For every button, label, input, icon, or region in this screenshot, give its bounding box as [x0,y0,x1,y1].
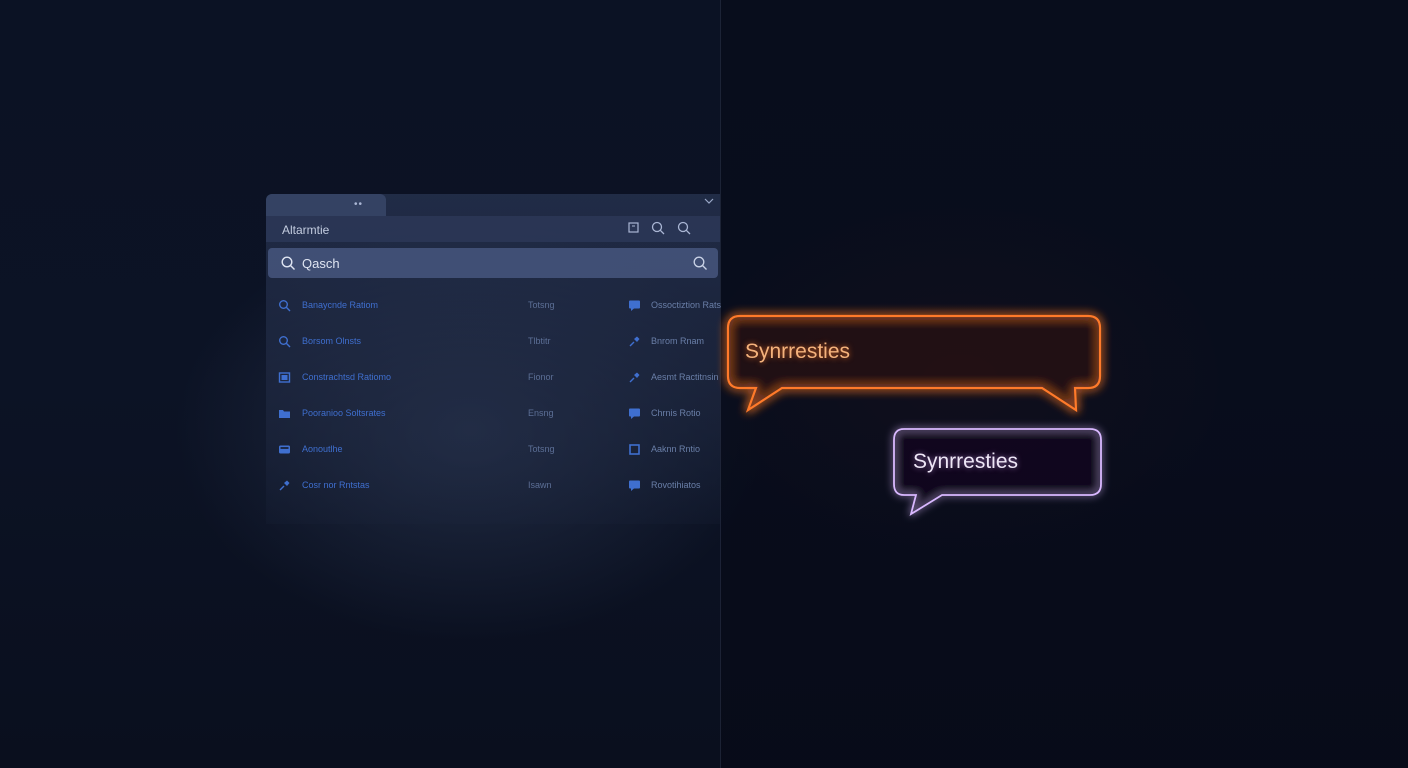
bubble-orange-text: Synrresties [745,340,851,363]
result-secondary-label: Aaknn Rntio [651,444,701,454]
tab-strip: •• [266,194,720,216]
search-icon[interactable] [676,220,692,236]
result-label: Borsom Olnsts [302,336,362,346]
window-icon [278,372,291,383]
pin-icon [629,372,640,383]
search-icon [279,300,291,312]
result-secondary-label: Bnrom Rnam [651,336,705,346]
list-item[interactable]: Aonoutlhe Totsng Aaknn Rntio [266,432,720,468]
result-meta: Totsng [528,444,555,454]
result-secondary-label: Aesmt Ractitnsin [651,372,719,382]
results-list: Banaycnde Ratiom Totsng Ossoctiztion Rat… [266,288,722,504]
chat-icon [629,300,640,311]
pin-icon [279,480,290,491]
result-secondary-label: Ossoctiztion Rats [651,300,722,310]
panel-divider [720,0,721,768]
card-icon [279,445,290,454]
chat-icon [629,408,640,419]
search-input[interactable] [302,253,642,273]
square-icon [629,444,640,455]
search-bar[interactable] [268,248,718,278]
result-label: Pooranioo Soltsrates [302,408,386,418]
result-meta: Totsng [528,300,555,310]
search-icon [279,336,291,348]
list-item[interactable]: Pooranioo Soltsrates Ensng Chrnis Rotio [266,396,720,432]
list-item[interactable]: Banaycnde Ratiom Totsng Ossoctiztion Rat… [266,288,722,324]
result-secondary-label: Chrnis Rotio [651,408,701,418]
tab-dots: •• [354,199,364,210]
result-meta: Fionor [528,372,554,382]
result-meta: Ensng [528,408,554,418]
result-label: Constrachtsd Ratiomo [302,372,392,382]
folder-icon [279,410,290,418]
title-bar: Altarmtie [266,216,720,242]
result-label: Cosr nor Rntstas [302,480,370,490]
bubble-violet-text: Synrresties [913,450,1019,473]
result-secondary-label: Rovotihiatos [651,480,701,490]
list-item[interactable]: Cosr nor Rntstas Isawn Rovotihiatos [266,468,720,504]
search-icon[interactable] [650,220,666,236]
list-item[interactable]: Borsom Olnsts Tlbtitr Bnrom Rnam [266,324,720,360]
result-meta: Isawn [528,480,552,490]
speech-bubble-orange [726,314,1102,413]
speech-bubble-violet [893,428,1102,516]
search-icon [281,256,295,270]
window-title: Altarmtie [282,223,330,237]
window-tab[interactable]: •• [266,194,386,216]
app-window: •• Altarmtie [266,194,722,524]
search-icon[interactable] [692,255,708,271]
chevron-down-icon[interactable] [704,196,714,206]
list-item[interactable]: Constrachtsd Ratiomo Fionor Aesmt Ractit… [266,360,720,396]
result-meta: Tlbtitr [528,336,551,346]
result-label: Aonoutlhe [302,444,343,454]
pin-icon [629,336,640,347]
result-label: Banaycnde Ratiom [302,300,379,310]
square-icon[interactable] [626,220,642,236]
chat-icon [629,480,640,491]
